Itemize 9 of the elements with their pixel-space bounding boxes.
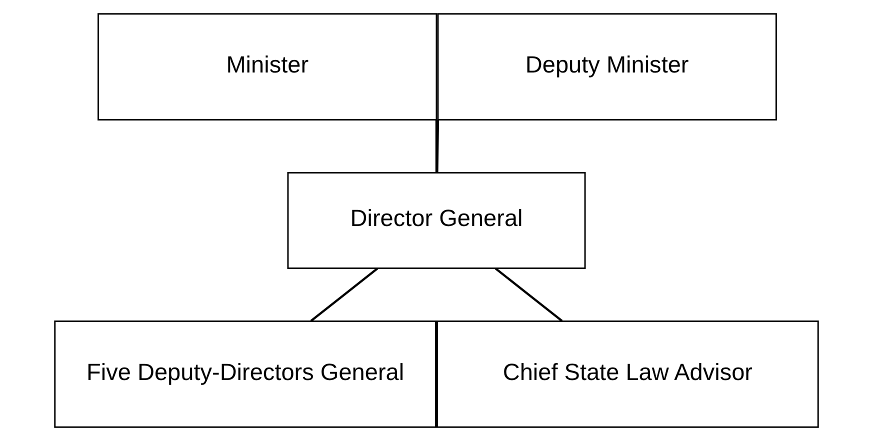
node-box: Minister	[97, 13, 437, 120]
connector	[436, 120, 439, 172]
node-box: Director General	[286, 172, 586, 270]
node-box: Chief State Law Advisor	[436, 320, 818, 428]
node-box: Five Deputy-Directors General	[54, 320, 436, 428]
connector	[494, 268, 562, 322]
connector	[434, 120, 438, 172]
node-box: Deputy Minister	[436, 13, 776, 120]
connector	[310, 268, 378, 322]
